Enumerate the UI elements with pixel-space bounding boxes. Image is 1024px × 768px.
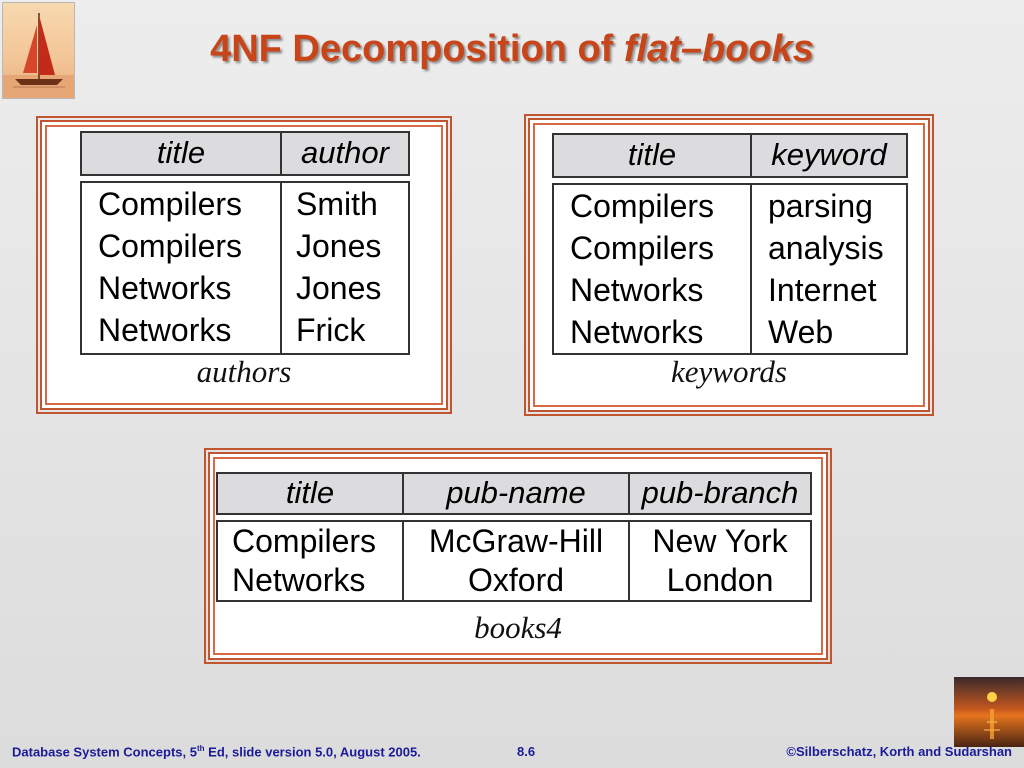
table-cell: parsing <box>768 188 873 224</box>
table-cell: Smith <box>296 186 378 222</box>
authors-frame: title author Compilers Compilers Network… <box>36 116 452 414</box>
sailboat-logo-icon <box>2 2 75 99</box>
pub-branch-column: New York London <box>628 522 810 600</box>
keywords-frame: title keyword Compilers Compilers Networ… <box>524 114 934 416</box>
books4-frame: title pub-name pub-branch Compilers Netw… <box>204 448 832 664</box>
keyword-column: parsing analysis Internet Web <box>750 185 906 353</box>
table-cell: McGraw-Hill <box>428 523 604 559</box>
table-cell: Networks <box>570 314 704 350</box>
title-column: Compilers Compilers Networks Networks <box>554 185 750 353</box>
table-cell: Jones <box>296 270 382 306</box>
table-name: keywords <box>671 354 787 389</box>
footer-page-number: 8.6 <box>517 744 536 759</box>
column-header: title <box>156 135 206 170</box>
table-cell: Web <box>768 314 834 350</box>
sunset-icon <box>954 677 1024 747</box>
table-cell: Frick <box>296 312 366 348</box>
pub-name-column: McGraw-Hill Oxford <box>402 522 628 600</box>
column-header: title <box>627 137 677 172</box>
column-header: keyword <box>750 135 906 176</box>
column-header: pub-name <box>402 474 628 513</box>
keywords-body: Compilers Compilers Networks Networks pa… <box>552 183 908 355</box>
table-cell: Compilers <box>98 228 243 264</box>
table-cell: Networks <box>98 270 232 306</box>
slide-title-italic: flat–books <box>623 28 814 70</box>
slide-title: 4NF Decomposition of flat–books <box>210 28 814 70</box>
footer-left-suffix: Ed, slide version 5.0, August 2005. <box>204 744 421 760</box>
footer-sup: th <box>196 744 205 753</box>
footer-copyright: ©Silberschatz, Korth and Sudarshan <box>786 744 1012 759</box>
table-cell: analysis <box>768 230 884 266</box>
footer-left: Database System Concepts, 5th Ed, slide … <box>12 744 421 760</box>
table-cell: Compilers <box>570 230 715 266</box>
table-cell: Oxford <box>467 562 565 598</box>
table-name: authors <box>196 354 292 389</box>
table-cell: Compilers <box>570 188 715 224</box>
table-cell: Compilers <box>232 523 377 559</box>
table-cell: London <box>666 562 774 598</box>
title-column: Compilers Compilers Networks Networks <box>82 183 280 353</box>
table-cell: Networks <box>570 272 704 308</box>
title-column: Compilers Networks <box>218 522 402 600</box>
table-cell: Jones <box>296 228 382 264</box>
table-name: books4 <box>474 610 562 645</box>
table-cell: Compilers <box>98 186 243 222</box>
column-header: pub-branch <box>628 474 810 513</box>
authors-header: title author <box>80 131 410 176</box>
authors-body: Compilers Compilers Networks Networks Sm… <box>80 181 410 355</box>
table-cell: New York <box>652 523 788 559</box>
keywords-header: title keyword <box>552 133 908 178</box>
column-header: author <box>280 133 408 174</box>
books4-body: Compilers Networks McGraw-Hill Oxford Ne… <box>216 520 812 602</box>
author-column: Smith Jones Jones Frick <box>280 183 408 353</box>
table-cell: Networks <box>232 562 366 598</box>
column-header: title <box>285 475 335 510</box>
table-cell: Internet <box>768 272 877 308</box>
table-cell: Networks <box>98 312 232 348</box>
books4-header: title pub-name pub-branch <box>216 472 812 515</box>
